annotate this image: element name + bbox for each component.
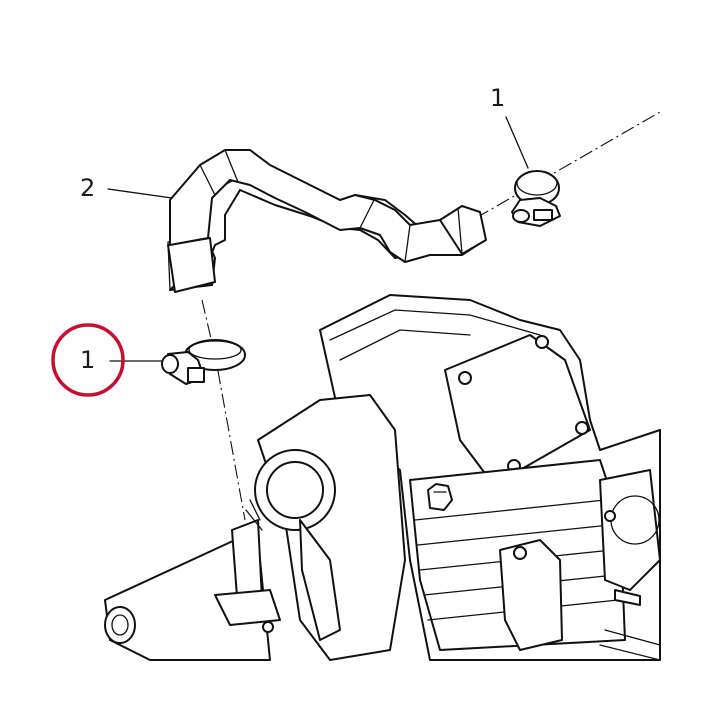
hose-clamp-left [161,339,246,385]
highlight-circle [51,323,125,397]
callout-number-clamp-left: 1 [80,346,96,374]
callout-number-clamp-top: 1 [490,84,506,112]
engine-cylinder-head [319,294,661,661]
assembly-centerline-left [201,299,246,521]
assembly-centerline-top [475,111,661,219]
coolant-hose [167,149,487,293]
rocker-arm [254,394,406,661]
leader-line-clamp-top [505,116,529,169]
hose-clamp-top [511,170,561,227]
callout-number-hose: 2 [80,174,96,202]
crankcase-lower [104,499,281,661]
leader-line-hose [107,188,173,199]
